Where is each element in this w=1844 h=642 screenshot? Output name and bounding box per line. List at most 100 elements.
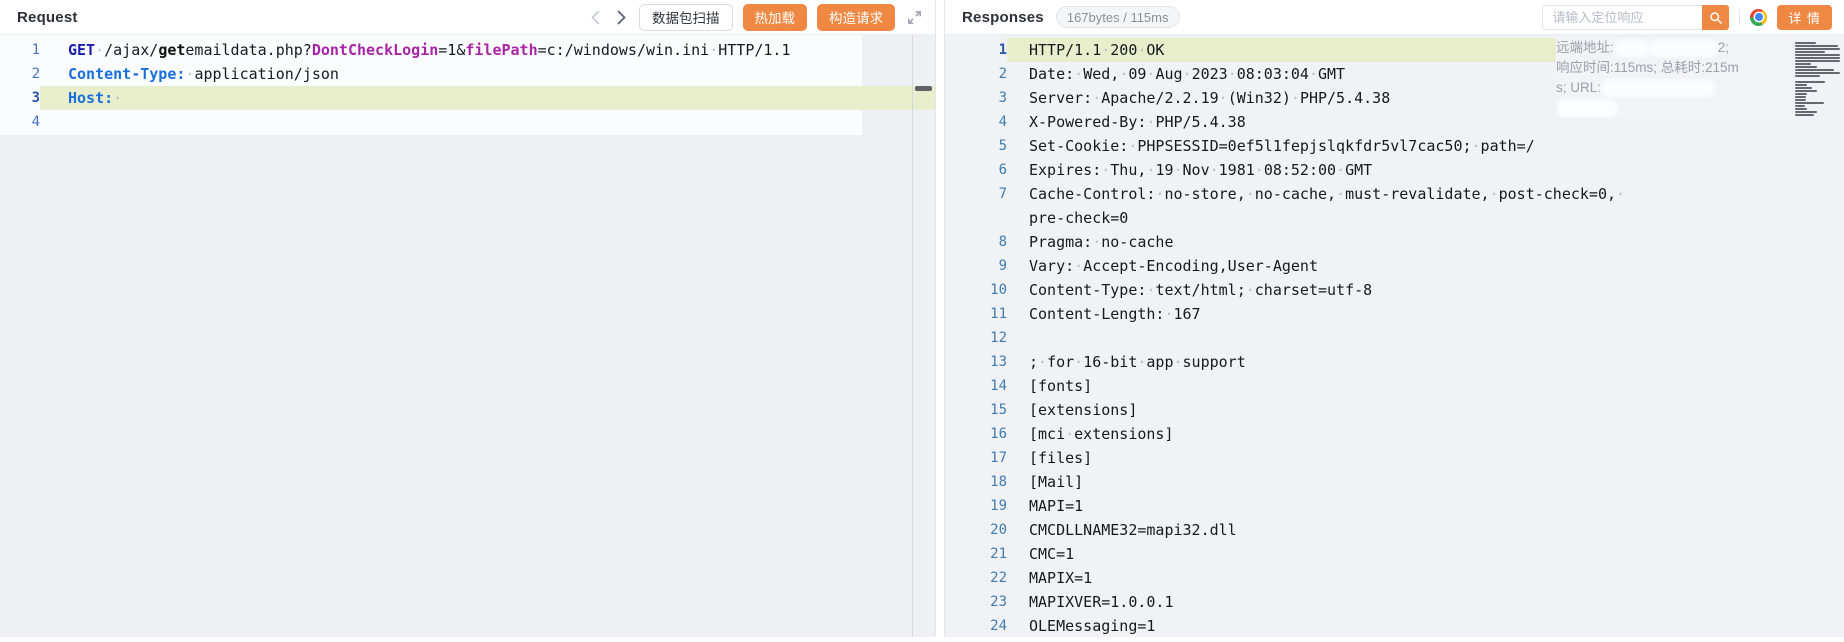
code-text: OLEMessaging=1 xyxy=(1029,617,1156,635)
code-line[interactable]: 14[fonts] xyxy=(945,374,1844,398)
code-line[interactable]: 15 [extensions] xyxy=(945,398,1844,422)
line-number: 2 xyxy=(31,66,40,82)
code-line[interactable]: 3 Server:·Apache/2.2.19·(Win32)·PHP/5.4.3… xyxy=(945,86,1844,110)
code-text: pre-check=0 xyxy=(1029,209,1129,227)
minimap-line xyxy=(1795,57,1840,59)
line-number: 10 xyxy=(990,282,1007,298)
request-header-actions: 数据包扫描 热加载 构造请求 xyxy=(587,3,923,31)
code-line[interactable]: 2 Content-Type:·application/json xyxy=(0,62,935,86)
chrome-browser-icon[interactable] xyxy=(1750,8,1768,26)
minimap-line xyxy=(1795,54,1840,56)
detail-button[interactable]: 详 情 xyxy=(1777,4,1832,30)
code-text: [mci·extensions] xyxy=(1029,425,1174,443)
chevron-right-icon xyxy=(617,10,625,24)
code-line[interactable]: 22 MAPIX=1 xyxy=(945,566,1844,590)
code-text: Content-Type:·application/json xyxy=(68,65,339,83)
code-line[interactable]: 4 xyxy=(0,110,935,134)
minimap-line xyxy=(1795,99,1806,101)
minimap-line xyxy=(1795,42,1816,44)
packet-scan-button[interactable]: 数据包扫描 xyxy=(639,3,733,31)
line-number: 2 xyxy=(998,66,1007,82)
code-text: CMCDLLNAME32=mapi32.dll xyxy=(1029,521,1237,539)
code-text xyxy=(1007,326,1029,350)
build-request-button[interactable]: 构造请求 xyxy=(817,3,895,31)
code-line[interactable]: 12 xyxy=(945,326,1844,350)
line-number xyxy=(945,206,1007,230)
line-number: 21 xyxy=(990,546,1007,562)
minimap-line xyxy=(1795,111,1817,113)
response-search-input[interactable] xyxy=(1542,4,1703,30)
minimap[interactable] xyxy=(1795,42,1841,117)
code-text: Content-Length:·167 xyxy=(1029,305,1201,323)
prev-request-button[interactable] xyxy=(587,7,603,27)
line-number: 16 xyxy=(990,426,1007,442)
line-number: 6 xyxy=(998,162,1007,178)
code-line[interactable]: 10 Content-Type:·text/html;·charset=utf-8 xyxy=(945,278,1844,302)
line-number: 9 xyxy=(998,258,1007,274)
code-text: MAPI=1 xyxy=(1029,497,1084,515)
code-line[interactable]: 13;·for·16-bit·app·support xyxy=(945,350,1844,374)
responses-header: Responses 167bytes / 115ms 详 情 xyxy=(945,0,1844,35)
minimap-line xyxy=(1795,105,1805,107)
request-panel: Request 数据包扫描 热加载 构造请求 xyxy=(0,0,936,637)
minimap-line xyxy=(1795,51,1826,53)
fullscreen-expand-icon[interactable] xyxy=(905,8,923,26)
next-request-button[interactable] xyxy=(613,7,629,27)
code-text: Server:·Apache/2.2.19·(Win32)·PHP/5.4.38 xyxy=(1029,89,1391,107)
code-text: ;·for·16-bit·app·support xyxy=(1029,353,1246,371)
annotation-line: 远端地址:2; xyxy=(1556,40,1730,55)
minimap-line xyxy=(1795,66,1817,68)
search-icon xyxy=(1710,11,1723,24)
line-number: 22 xyxy=(990,570,1007,586)
request-header: Request 数据包扫描 热加载 构造请求 xyxy=(0,0,935,35)
minimap-line xyxy=(1795,108,1807,110)
search-button[interactable] xyxy=(1702,4,1730,30)
minimap-line xyxy=(1795,84,1807,86)
hot-reload-button[interactable]: 热加载 xyxy=(742,3,807,31)
redacted-text xyxy=(1616,41,1647,55)
minimap-line xyxy=(1795,72,1840,74)
code-line[interactable]: 16 [mci·extensions] xyxy=(945,422,1844,446)
minimap-line xyxy=(1795,114,1815,116)
minimap-line xyxy=(1795,87,1813,89)
minimap-line xyxy=(1795,63,1812,65)
code-text: Set-Cookie:·PHPSESSID=0ef5l1fepjslqkfdr5… xyxy=(1029,137,1535,155)
code-text: MAPIX=1 xyxy=(1029,569,1093,587)
line-number: 14 xyxy=(990,378,1007,394)
code-text: Content-Type:·text/html;·charset=utf-8 xyxy=(1029,281,1373,299)
line-number: 3 xyxy=(998,90,1007,106)
code-line[interactable]: 17[files] xyxy=(945,446,1844,470)
request-scrollbar-thumb[interactable] xyxy=(915,86,932,91)
minimap-line xyxy=(1795,90,1817,92)
line-number: 15 xyxy=(990,402,1007,418)
request-scrollbar-track[interactable] xyxy=(912,35,935,637)
code-text: [files] xyxy=(1029,449,1093,467)
minimap-line xyxy=(1795,45,1838,47)
code-line[interactable]: 18[Mail] xyxy=(945,470,1844,494)
redacted-text xyxy=(1559,101,1615,115)
line-number: 18 xyxy=(990,474,1007,490)
minimap-line xyxy=(1795,69,1835,71)
code-line[interactable]: pre-check=0 xyxy=(945,206,1844,230)
code-text: [extensions] xyxy=(1029,401,1138,419)
responses-title: Responses xyxy=(962,8,1044,26)
annotation-line xyxy=(1556,98,1790,118)
